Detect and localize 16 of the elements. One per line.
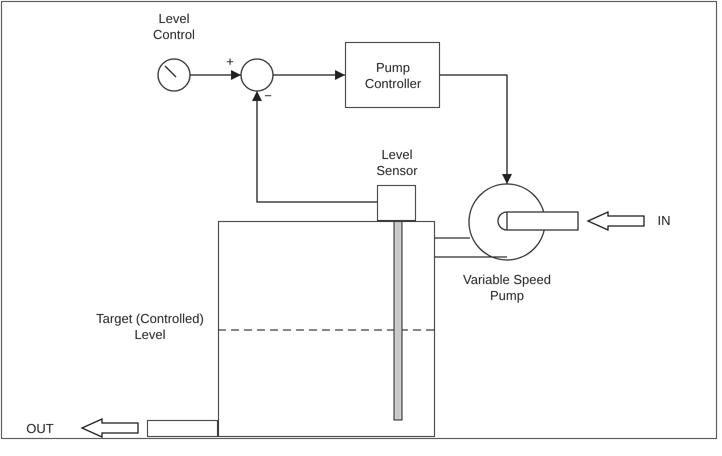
arrow bbox=[252, 91, 377, 203]
arrow bbox=[440, 74, 512, 184]
component-label: Level Sensor bbox=[375, 147, 419, 179]
component-label: Variable Speed Pump bbox=[462, 272, 552, 304]
sign-label: − bbox=[263, 88, 273, 104]
arrow bbox=[190, 70, 241, 80]
flow-arrow bbox=[586, 211, 645, 231]
flow-label: OUT bbox=[25, 421, 55, 437]
level-label: Target (Controlled) Level bbox=[95, 311, 205, 343]
flow-label: IN bbox=[656, 213, 672, 229]
arrow bbox=[273, 70, 345, 80]
flow-arrow bbox=[80, 418, 139, 438]
process-label: Pump Controller bbox=[364, 60, 422, 92]
component-label: Level Control bbox=[152, 11, 196, 43]
outlet-pipe bbox=[147, 420, 218, 437]
sign-label: + bbox=[225, 54, 235, 70]
